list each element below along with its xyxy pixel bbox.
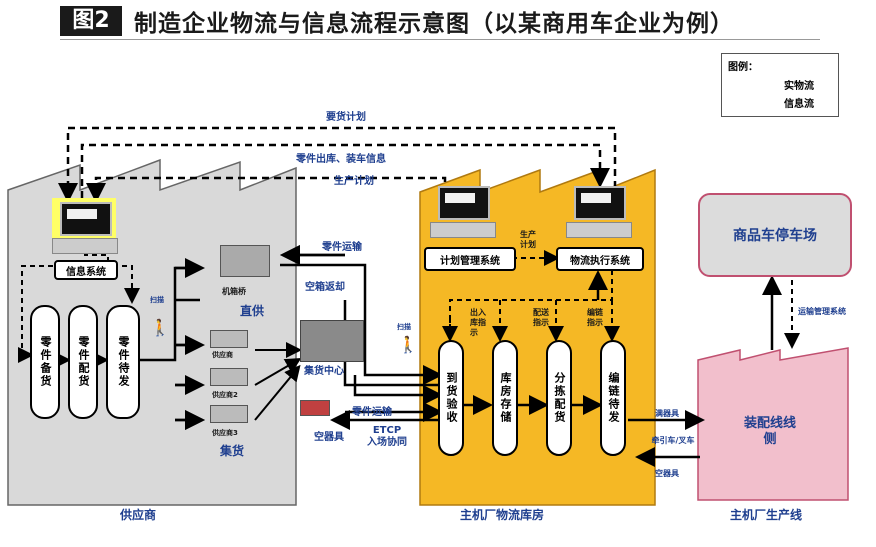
warehouse-box-receive: 到货验收 — [438, 340, 464, 456]
supplier2-building-icon — [210, 368, 248, 386]
parts-transport-bottom-label: 零件运输 — [352, 407, 392, 418]
title-badge: 图2 — [60, 6, 122, 36]
warehouse-scan-label: 扫描 — [397, 323, 411, 331]
production-plan-label: 生产计划 — [334, 176, 374, 187]
demand-plan-label: 要货计划 — [326, 112, 366, 123]
page-title: 制造企业物流与信息流程示意图（以某商用车企业为例） — [134, 11, 734, 37]
exec-system-box: 物流执行系统 — [556, 247, 644, 271]
transport-system-label: 运输管理系统 — [798, 307, 846, 316]
assembly-line-label: 装配线线侧 — [743, 416, 796, 447]
tractor-label: 牵引车/叉车 — [651, 436, 695, 445]
hub-building-icon — [300, 320, 364, 362]
supplier2-label: 供应商2 — [212, 391, 238, 399]
hub-label: 集货中心 — [304, 366, 344, 377]
supplier1-building-icon — [210, 330, 248, 348]
consolidation-label: 集货 — [220, 444, 245, 458]
warehouse-box-chain: 编链待发 — [600, 340, 626, 456]
parking-lot-box: 商品车停车场 — [698, 193, 852, 277]
supplier3-label: 供应商3 — [212, 429, 238, 437]
supplier-info-system: 信息系统 — [54, 260, 118, 280]
parts-transport-top-label: 零件运输 — [322, 242, 362, 253]
instruction-inout: 出入库指示 — [470, 308, 486, 337]
supplier1-label: 供应商 — [212, 351, 233, 359]
prod-plan-label: 生产 计划 — [520, 230, 536, 249]
plan-system-box: 计划管理系统 — [424, 247, 516, 271]
full-containers-label: 满器具 — [655, 409, 679, 418]
supplier-box-wait: 零件待发 — [106, 305, 140, 419]
etcp-label: ETCP 入场协同 — [367, 425, 407, 448]
warehouse-footer: 主机厂物流库房 — [460, 508, 545, 522]
supplier-box-allocate: 零件配货 — [68, 305, 98, 419]
worker-scan-icon: 🚶 — [398, 335, 418, 354]
direct-supply-label: 直供 — [240, 304, 265, 318]
worker-scan-icon: 🚶 — [150, 318, 170, 337]
title-divider — [60, 39, 820, 40]
instruction-chain: 编链指示 — [587, 308, 603, 327]
supplier-scan-label: 扫描 — [150, 296, 164, 304]
plant-building — [697, 347, 849, 501]
parts-out-info-label: 零件出库、装车信息 — [296, 154, 386, 165]
empty-containers-label: 空器具 — [314, 432, 344, 443]
production-plan-flow — [86, 176, 447, 203]
warehouse-box-store: 库房存储 — [492, 340, 518, 456]
legend: 图例： 实物流 信息流 — [721, 53, 839, 117]
plant-footer: 主机厂生产线 — [730, 508, 803, 522]
direct-supply-flow — [280, 263, 443, 385]
supplier3-building-icon — [210, 405, 248, 423]
demand-plan-flow — [58, 126, 617, 203]
legend-info: 信息流 — [784, 99, 814, 110]
plant-empty-containers-label: 空器具 — [655, 469, 679, 478]
parts-out-info-flow — [80, 143, 610, 198]
warehouse-box-pick: 分拣配货 — [546, 340, 572, 456]
supplier-box-prepare: 零件备货 — [30, 305, 60, 419]
hub-transport-flow — [353, 375, 443, 405]
legend-title: 图例： — [728, 62, 758, 73]
truck-icon — [300, 400, 330, 416]
empty-return-label: 空箱返却 — [305, 282, 345, 293]
factory-icon — [220, 245, 270, 277]
supplier-footer: 供应商 — [120, 508, 157, 522]
instruction-delivery: 配送指示 — [533, 308, 549, 327]
legend-physical: 实物流 — [784, 81, 814, 92]
supplier-main-label: 机箱桥 — [222, 287, 246, 296]
